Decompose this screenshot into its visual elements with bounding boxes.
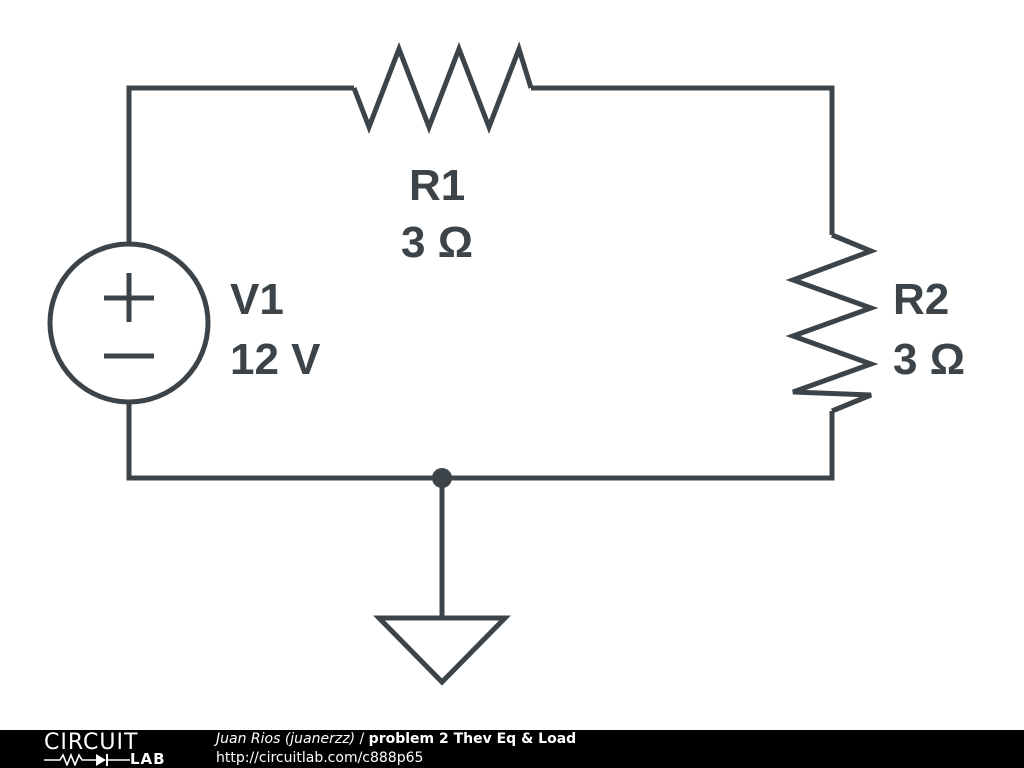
ground-symbol (373, 615, 511, 686)
r2-value: 3 Ω (893, 335, 965, 384)
circuit-schematic: R1 3 Ω V1 12 V R2 3 Ω (47, 41, 965, 686)
wire-bottom-left (126, 403, 442, 481)
logo-resistor-diode-icon (44, 752, 130, 766)
wire-top-left (126, 85, 354, 243)
v1-value: 12 V (230, 335, 321, 384)
meta-line-2: http://circuitlab.com/c888p65 (216, 749, 576, 768)
logo-text-lab: LAB (130, 750, 166, 768)
logo-text-circuit: CIRCUIT (44, 730, 139, 755)
resistor-r2-symbol (785, 232, 879, 414)
author-link[interactable]: Juan Rios (juanerzz) (216, 731, 356, 747)
r1-value: 3 Ω (401, 218, 473, 267)
junction-node (432, 468, 452, 488)
r1-name: R1 (409, 161, 465, 210)
circuit-url-link[interactable]: http://circuitlab.com/c888p65 (216, 750, 424, 766)
meta-separator: / (355, 731, 369, 747)
r2-name: R2 (893, 275, 949, 324)
wire-bottom-right (442, 411, 835, 481)
plus-icon (104, 273, 154, 322)
circuit-meta: Juan Rios (juanerzz) / problem 2 Thev Eq… (216, 730, 576, 768)
voltage-source-v1-symbol (47, 241, 211, 405)
resistor-r1-symbol (351, 41, 534, 134)
circuitlab-logo: CIRCUIT LAB (44, 730, 184, 768)
meta-line-1: Juan Rios (juanerzz) / problem 2 Thev Eq… (216, 730, 576, 749)
wire-top-right (531, 85, 835, 235)
circuit-title[interactable]: problem 2 Thev Eq & Load (368, 731, 577, 747)
footer-bar: CIRCUIT LAB Juan Rios (juanerzz) / probl… (0, 730, 1024, 768)
v1-name: V1 (230, 275, 284, 324)
